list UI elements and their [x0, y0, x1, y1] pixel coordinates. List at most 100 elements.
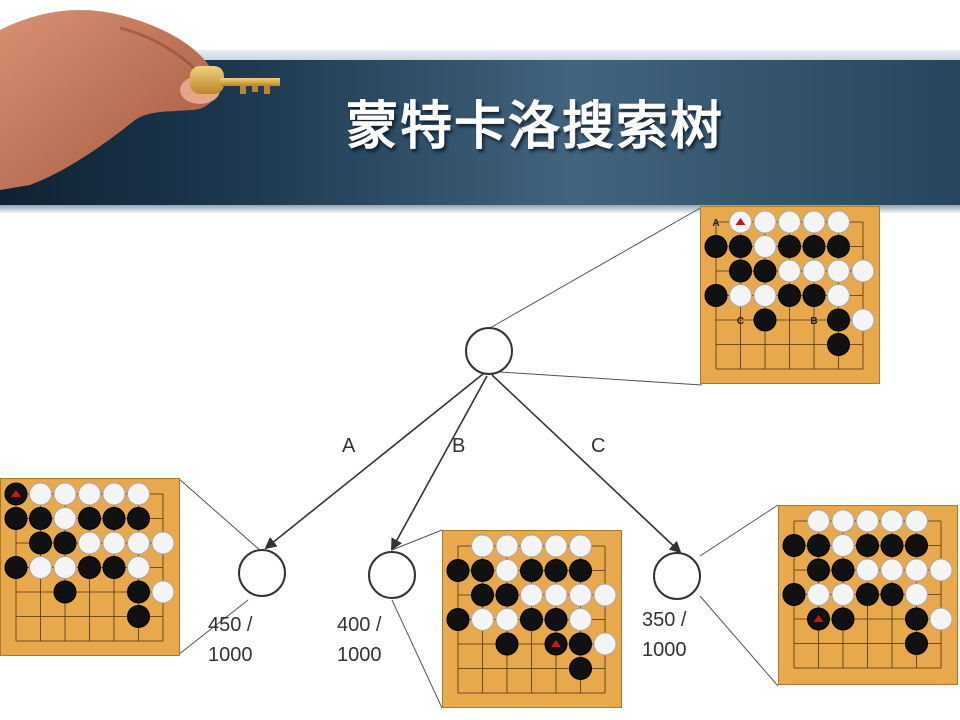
- callout-line-c-top: [699, 504, 779, 557]
- go-board-root: A C B: [700, 206, 880, 384]
- callout-line-a-top: [177, 477, 263, 553]
- white-stone: [471, 534, 494, 558]
- black-stone: [782, 583, 806, 606]
- callout-line-b-top: [391, 529, 443, 551]
- white-stone: [102, 482, 126, 506]
- black-stone: [446, 559, 470, 582]
- black-stone: [856, 583, 879, 606]
- white-stone: [495, 608, 519, 631]
- white-stone: [905, 509, 928, 533]
- score-a-wins: 450 /: [208, 614, 253, 636]
- white-stone: [151, 580, 175, 604]
- black-stone: [29, 507, 52, 530]
- banner-bottom-strip: [0, 205, 960, 213]
- black-stone: [102, 556, 126, 579]
- move-mark-b: B: [810, 316, 817, 327]
- black-stone: [827, 235, 850, 258]
- black-stone: [102, 507, 126, 530]
- white-stone: [851, 259, 875, 283]
- white-stone: [102, 531, 126, 555]
- black-stone: [905, 632, 928, 655]
- white-stone: [856, 558, 879, 582]
- black-stone: [704, 284, 728, 307]
- white-stone: [78, 482, 101, 506]
- black-stone: [778, 235, 801, 258]
- callout-line-a-bottom: [177, 599, 249, 656]
- node-c: [653, 552, 701, 600]
- black-stone: [29, 531, 52, 555]
- hand-with-key-image: [0, 10, 280, 190]
- white-stone: [856, 509, 879, 533]
- black-stone: [729, 235, 752, 258]
- go-board-child-a: [0, 478, 180, 656]
- white-stone: [127, 482, 150, 506]
- black-stone: [544, 608, 568, 631]
- black-stone: [520, 559, 543, 582]
- black-stone: [880, 534, 904, 557]
- black-stone: [807, 534, 830, 557]
- callout-line-c-bottom: [699, 595, 779, 687]
- white-stone: [544, 534, 568, 558]
- white-stone: [593, 632, 617, 656]
- black-stone: [520, 608, 543, 631]
- white-stone: [569, 534, 592, 558]
- banner-top-strip: [0, 50, 960, 62]
- white-stone: [929, 607, 953, 631]
- black-stone: [782, 534, 806, 557]
- score-b-wins: 400 /: [337, 614, 382, 636]
- black-stone: [827, 333, 850, 356]
- white-stone: [753, 284, 777, 307]
- white-stone: [53, 507, 77, 530]
- black-stone: [495, 632, 519, 656]
- last-move-marker-icon: [11, 490, 21, 497]
- last-move-marker-icon: [551, 640, 561, 647]
- score-b: 400 / 1000: [337, 610, 382, 670]
- edge-label-b: B: [452, 435, 466, 457]
- black-stone: [446, 608, 470, 631]
- white-stone: [880, 558, 904, 582]
- white-stone: [831, 534, 855, 557]
- white-stone: [593, 583, 617, 607]
- score-c-wins: 350 /: [642, 609, 687, 631]
- black-stone: [569, 632, 592, 656]
- white-stone: [831, 583, 855, 606]
- black-stone: [831, 607, 855, 631]
- white-stone: [127, 556, 150, 579]
- white-stone: [880, 509, 904, 533]
- white-stone: [151, 531, 175, 555]
- white-stone: [929, 558, 953, 582]
- black-stone: [127, 605, 150, 628]
- white-stone: [827, 284, 850, 307]
- black-stone: [880, 583, 904, 606]
- black-stone: [569, 657, 592, 680]
- black-stone: [753, 308, 777, 332]
- white-stone: [520, 583, 543, 607]
- edge-a: [264, 373, 484, 550]
- white-stone: [569, 608, 592, 631]
- black-stone: [831, 558, 855, 582]
- score-c-total: 1000: [642, 639, 687, 661]
- white-stone: [127, 531, 150, 555]
- white-stone: [471, 608, 494, 631]
- black-stone: [4, 556, 28, 579]
- black-stone: [78, 556, 101, 579]
- go-board-child-b: [442, 530, 622, 708]
- edge-label-c: C: [591, 435, 606, 457]
- white-stone: [520, 534, 543, 558]
- white-stone: [753, 210, 777, 234]
- white-stone: [53, 482, 77, 506]
- last-move-marker-icon: [735, 218, 746, 225]
- white-stone: [802, 259, 826, 283]
- black-stone: [905, 534, 928, 557]
- score-c: 350 / 1000: [642, 605, 687, 665]
- edge-label-a: A: [342, 435, 356, 457]
- white-stone: [495, 534, 519, 558]
- white-stone: [29, 482, 52, 506]
- black-stone: [802, 284, 826, 307]
- white-stone: [831, 509, 855, 533]
- move-mark-c: C: [737, 316, 744, 327]
- move-mark-a: A: [712, 218, 719, 229]
- white-stone: [851, 308, 875, 332]
